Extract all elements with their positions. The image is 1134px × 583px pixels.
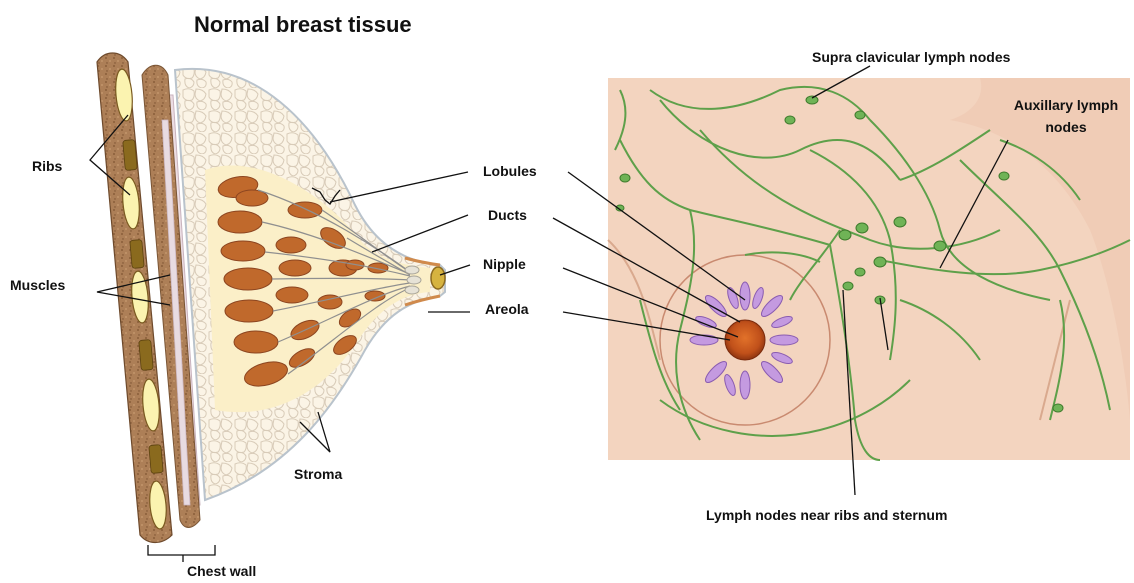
lymph-illustration <box>608 78 1130 460</box>
breast-cross-section <box>97 53 445 543</box>
label-stroma: Stroma <box>294 466 342 482</box>
areola-disc <box>725 320 765 360</box>
nipple-shape <box>431 267 445 289</box>
label-areola: Areola <box>485 301 529 317</box>
label-ducts: Ducts <box>488 207 527 223</box>
lobules-leader <box>330 172 468 202</box>
label-axillary-line2: nodes <box>1000 119 1132 135</box>
chest-wall-bracket <box>148 545 215 555</box>
milk-sinuses <box>405 266 421 294</box>
ducts-leader <box>372 215 468 252</box>
label-nipple: Nipple <box>483 256 526 272</box>
label-supraclavicular: Supra clavicular lymph nodes <box>812 49 1010 65</box>
label-lobules: Lobules <box>483 163 537 179</box>
figure-title: Normal breast tissue <box>194 12 412 38</box>
label-muscles: Muscles <box>10 277 65 293</box>
label-ribs: Ribs <box>32 158 62 174</box>
label-near-ribs: Lymph nodes near ribs and sternum <box>706 507 947 523</box>
label-axillary-line1: Auxillary lymph <box>1000 97 1132 113</box>
label-chest-wall: Chest wall <box>187 563 256 579</box>
